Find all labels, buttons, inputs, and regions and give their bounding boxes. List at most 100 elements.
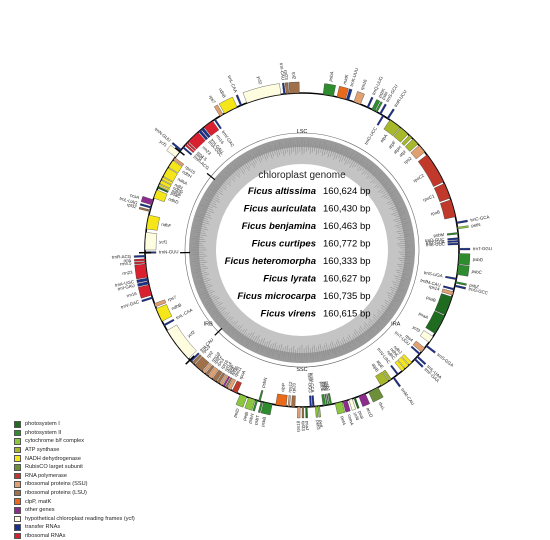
gene-rpl20 — [291, 396, 295, 407]
gene-trne-uuc — [448, 243, 459, 245]
gene-trnp-ugg — [309, 396, 311, 407]
legend-swatch — [14, 507, 21, 514]
legend-item: other genes — [14, 506, 189, 515]
species-genome-size: 160,772 bp — [323, 239, 371, 250]
gene-trng-gcc — [455, 285, 466, 289]
gene-label: clpP — [280, 383, 286, 392]
legend-swatch — [14, 430, 21, 437]
legend-swatch — [14, 421, 21, 428]
legend-label: photosystem I — [25, 421, 60, 427]
gene-psba — [323, 84, 336, 97]
gene-rps12 — [288, 395, 291, 406]
region-label-lsc: LSC — [297, 129, 308, 135]
gene-rps16 — [354, 91, 365, 104]
gene-label: petG — [315, 420, 321, 431]
legend-label: RubisCO larget subunit — [25, 464, 83, 470]
legend-swatch — [14, 481, 21, 488]
gene-petl — [318, 406, 321, 417]
gene-rpl2 — [289, 82, 300, 93]
gene-label: psbE — [319, 381, 325, 392]
legend-item: NADH dehydrogenase — [14, 454, 189, 463]
legend-label: ribosomal proteins (LSU) — [25, 490, 87, 496]
gene-label: rrn23 — [122, 270, 133, 276]
gene-accd — [359, 394, 370, 407]
gene-label: trnV-GAC — [120, 299, 139, 309]
gene-ccsa — [141, 196, 153, 205]
gene-label: rps2 — [403, 155, 413, 165]
legend-swatch — [14, 498, 21, 505]
species-name: Ficus heteromorpha — [225, 256, 316, 267]
gene-rrn23 — [135, 264, 148, 279]
gene-label: rps7 — [208, 94, 217, 104]
region-label-ssc: SSC — [296, 367, 307, 373]
gene-label: accD — [365, 407, 373, 418]
gene-label: psbD — [473, 257, 484, 263]
legend-label: ribosomal proteins (SSU) — [25, 481, 88, 487]
legend-label: clpP, matK — [25, 499, 51, 505]
gene-label: petN — [471, 222, 481, 228]
gene-label: trnT-GGU — [473, 246, 492, 251]
gene-label: psaA — [418, 311, 429, 320]
legend-swatch — [14, 533, 21, 540]
legend-label: other genes — [25, 507, 55, 513]
legend-item: ribosomal RNAs — [14, 532, 189, 540]
gene-psbc — [457, 265, 469, 276]
gene-ycf1 — [145, 232, 157, 250]
legend-item: RNA polymerase — [14, 472, 189, 481]
gene-label: trnM-CAU — [400, 387, 415, 406]
gene-label: rpoC2 — [412, 173, 425, 184]
gene-label: ycf2 — [256, 76, 263, 86]
species-genome-size: 160,463 bp — [323, 221, 371, 232]
species-name: Ficus altissima — [248, 186, 316, 197]
species-genome-size: 160,624 bp — [323, 186, 371, 197]
legend-item: ribosomal proteins (LSU) — [14, 489, 189, 498]
gene-label: rpoB — [430, 209, 440, 216]
gene-trnl-caa — [164, 319, 174, 326]
gene-rpl23 — [285, 83, 289, 94]
gene-psbd — [458, 254, 470, 266]
gene-psbm — [447, 232, 458, 235]
species-name: Ficus curtipes — [252, 239, 316, 250]
gene-label: rpoC1 — [422, 193, 435, 202]
species-name: Ficus lyrata — [263, 274, 316, 285]
legend-item: transfer RNAs — [14, 523, 189, 532]
gene-trnt-ggu — [459, 248, 470, 250]
legend-label: photosystem II — [25, 430, 61, 436]
gene-label: trnK-UUU — [349, 67, 359, 87]
gene-ndhb — [156, 304, 172, 321]
legend-item: clpP, matK — [14, 497, 189, 506]
legend-swatch — [14, 447, 21, 454]
legend-label: NADH dehydrogenase — [25, 456, 81, 462]
gene-label: rps18 — [296, 420, 301, 432]
gene-rbcl — [369, 387, 384, 402]
legend-item: photosystem II — [14, 429, 189, 438]
legend-item: cytochrome b/f complex — [14, 437, 189, 446]
gene-rps18 — [297, 407, 300, 418]
gene-rrn5 — [134, 259, 145, 261]
gene-label: petD — [232, 408, 240, 418]
legend-swatch — [14, 516, 21, 523]
gene-label: rbcL — [378, 401, 387, 411]
gene-label: trnE-UUC — [426, 242, 445, 248]
gene-label: rpl23 — [283, 70, 289, 81]
gene-trnm-cau — [393, 377, 401, 387]
legend-swatch — [14, 464, 21, 471]
legend-swatch — [14, 473, 21, 480]
region-label-ira: IRA — [391, 321, 401, 327]
gene-rpob — [440, 200, 455, 219]
gene-label: trnL-CAA — [227, 75, 239, 94]
gene-label: trnG-GCC — [468, 286, 488, 295]
gene-petn — [457, 226, 468, 229]
gene-label: rpl2 — [291, 72, 296, 80]
gc-content-ring — [185, 133, 419, 367]
species-name: Ficus benjamina — [242, 221, 316, 232]
gene-label: rps12 — [287, 381, 293, 393]
gene-trnw-cca — [312, 396, 314, 407]
legend-swatch — [14, 438, 21, 445]
gene-psbb — [261, 402, 272, 415]
gene-trny-gua — [448, 240, 459, 242]
species-name: Ficus microcarpa — [237, 291, 316, 302]
legend-label: RNA polymerase — [25, 473, 67, 479]
gene-label: rpl33 — [301, 421, 306, 431]
gene-label: petA — [340, 416, 347, 426]
